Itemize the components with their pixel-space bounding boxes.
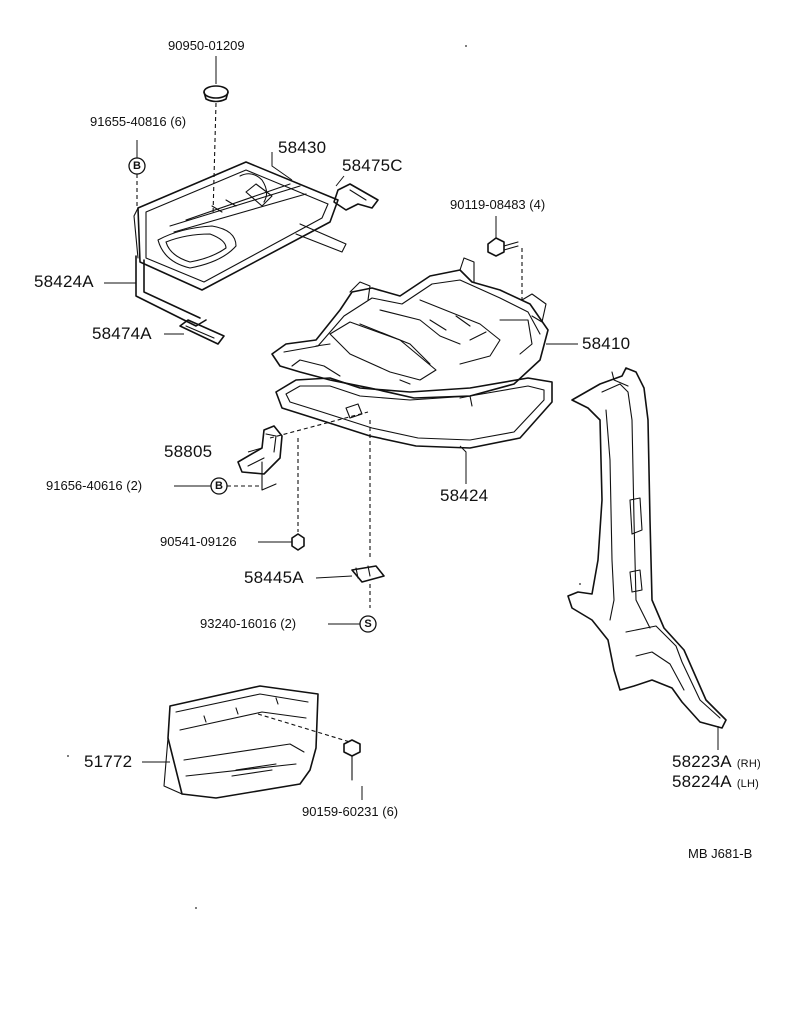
label-58224A-side: (LH) [736, 778, 760, 790]
screw-90159 [343, 739, 361, 781]
label-58475C: 58475C [342, 156, 403, 175]
panel-58430 [133, 161, 347, 291]
svg-text:B: B [133, 160, 141, 172]
callout-b-lower: B [210, 477, 228, 495]
label-90159-60231: 90159-60231 (6) [302, 804, 399, 819]
strap-58424A [135, 255, 207, 327]
svg-text:B: B [215, 480, 223, 492]
label-58223A-side: (RH) [736, 758, 761, 770]
plug-90950 [203, 85, 229, 103]
label-58424: 58424 [440, 486, 489, 505]
bracket-58474A [179, 319, 225, 345]
clip-58445A [351, 565, 385, 583]
label-58410: 58410 [582, 334, 631, 353]
step-tray-51772 [163, 685, 319, 799]
label-91655-40816: 91655-40816 (6) [90, 114, 187, 129]
pillar-58223A [567, 367, 727, 729]
label-58445A: 58445A [244, 568, 304, 587]
callout-s: S [359, 615, 377, 633]
label-58223A-number: 58223A [672, 752, 732, 771]
label-93240-16016: 93240-16016 (2) [200, 616, 297, 631]
nut-90541 [291, 533, 305, 551]
label-58424A: 58424A [34, 272, 94, 291]
label-58224A-number: 58224A [672, 772, 732, 791]
label-58224A: 58224A (LH) [672, 772, 759, 792]
label-58223A: 58223A (RH) [672, 752, 761, 772]
label-91656-40616: 91656-40616 (2) [46, 478, 143, 493]
drawing-code: MB J681-B [688, 846, 753, 861]
callout-b-upper: B [128, 157, 146, 175]
label-58430: 58430 [278, 138, 327, 157]
bracket-58805 [237, 425, 283, 491]
svg-text:S: S [364, 618, 371, 630]
label-90119-08483: 90119-08483 (4) [450, 197, 546, 212]
label-51772: 51772 [84, 752, 133, 771]
label-58474A: 58474A [92, 324, 152, 343]
bolt-90119 [487, 237, 519, 257]
panel-58410 [271, 257, 549, 399]
label-90541-09126: 90541-09126 [160, 534, 237, 549]
label-58805: 58805 [164, 442, 213, 461]
bracket-58475C [333, 183, 379, 211]
frame-58424 [275, 377, 553, 449]
label-90950-01209: 90950-01209 [168, 38, 245, 53]
